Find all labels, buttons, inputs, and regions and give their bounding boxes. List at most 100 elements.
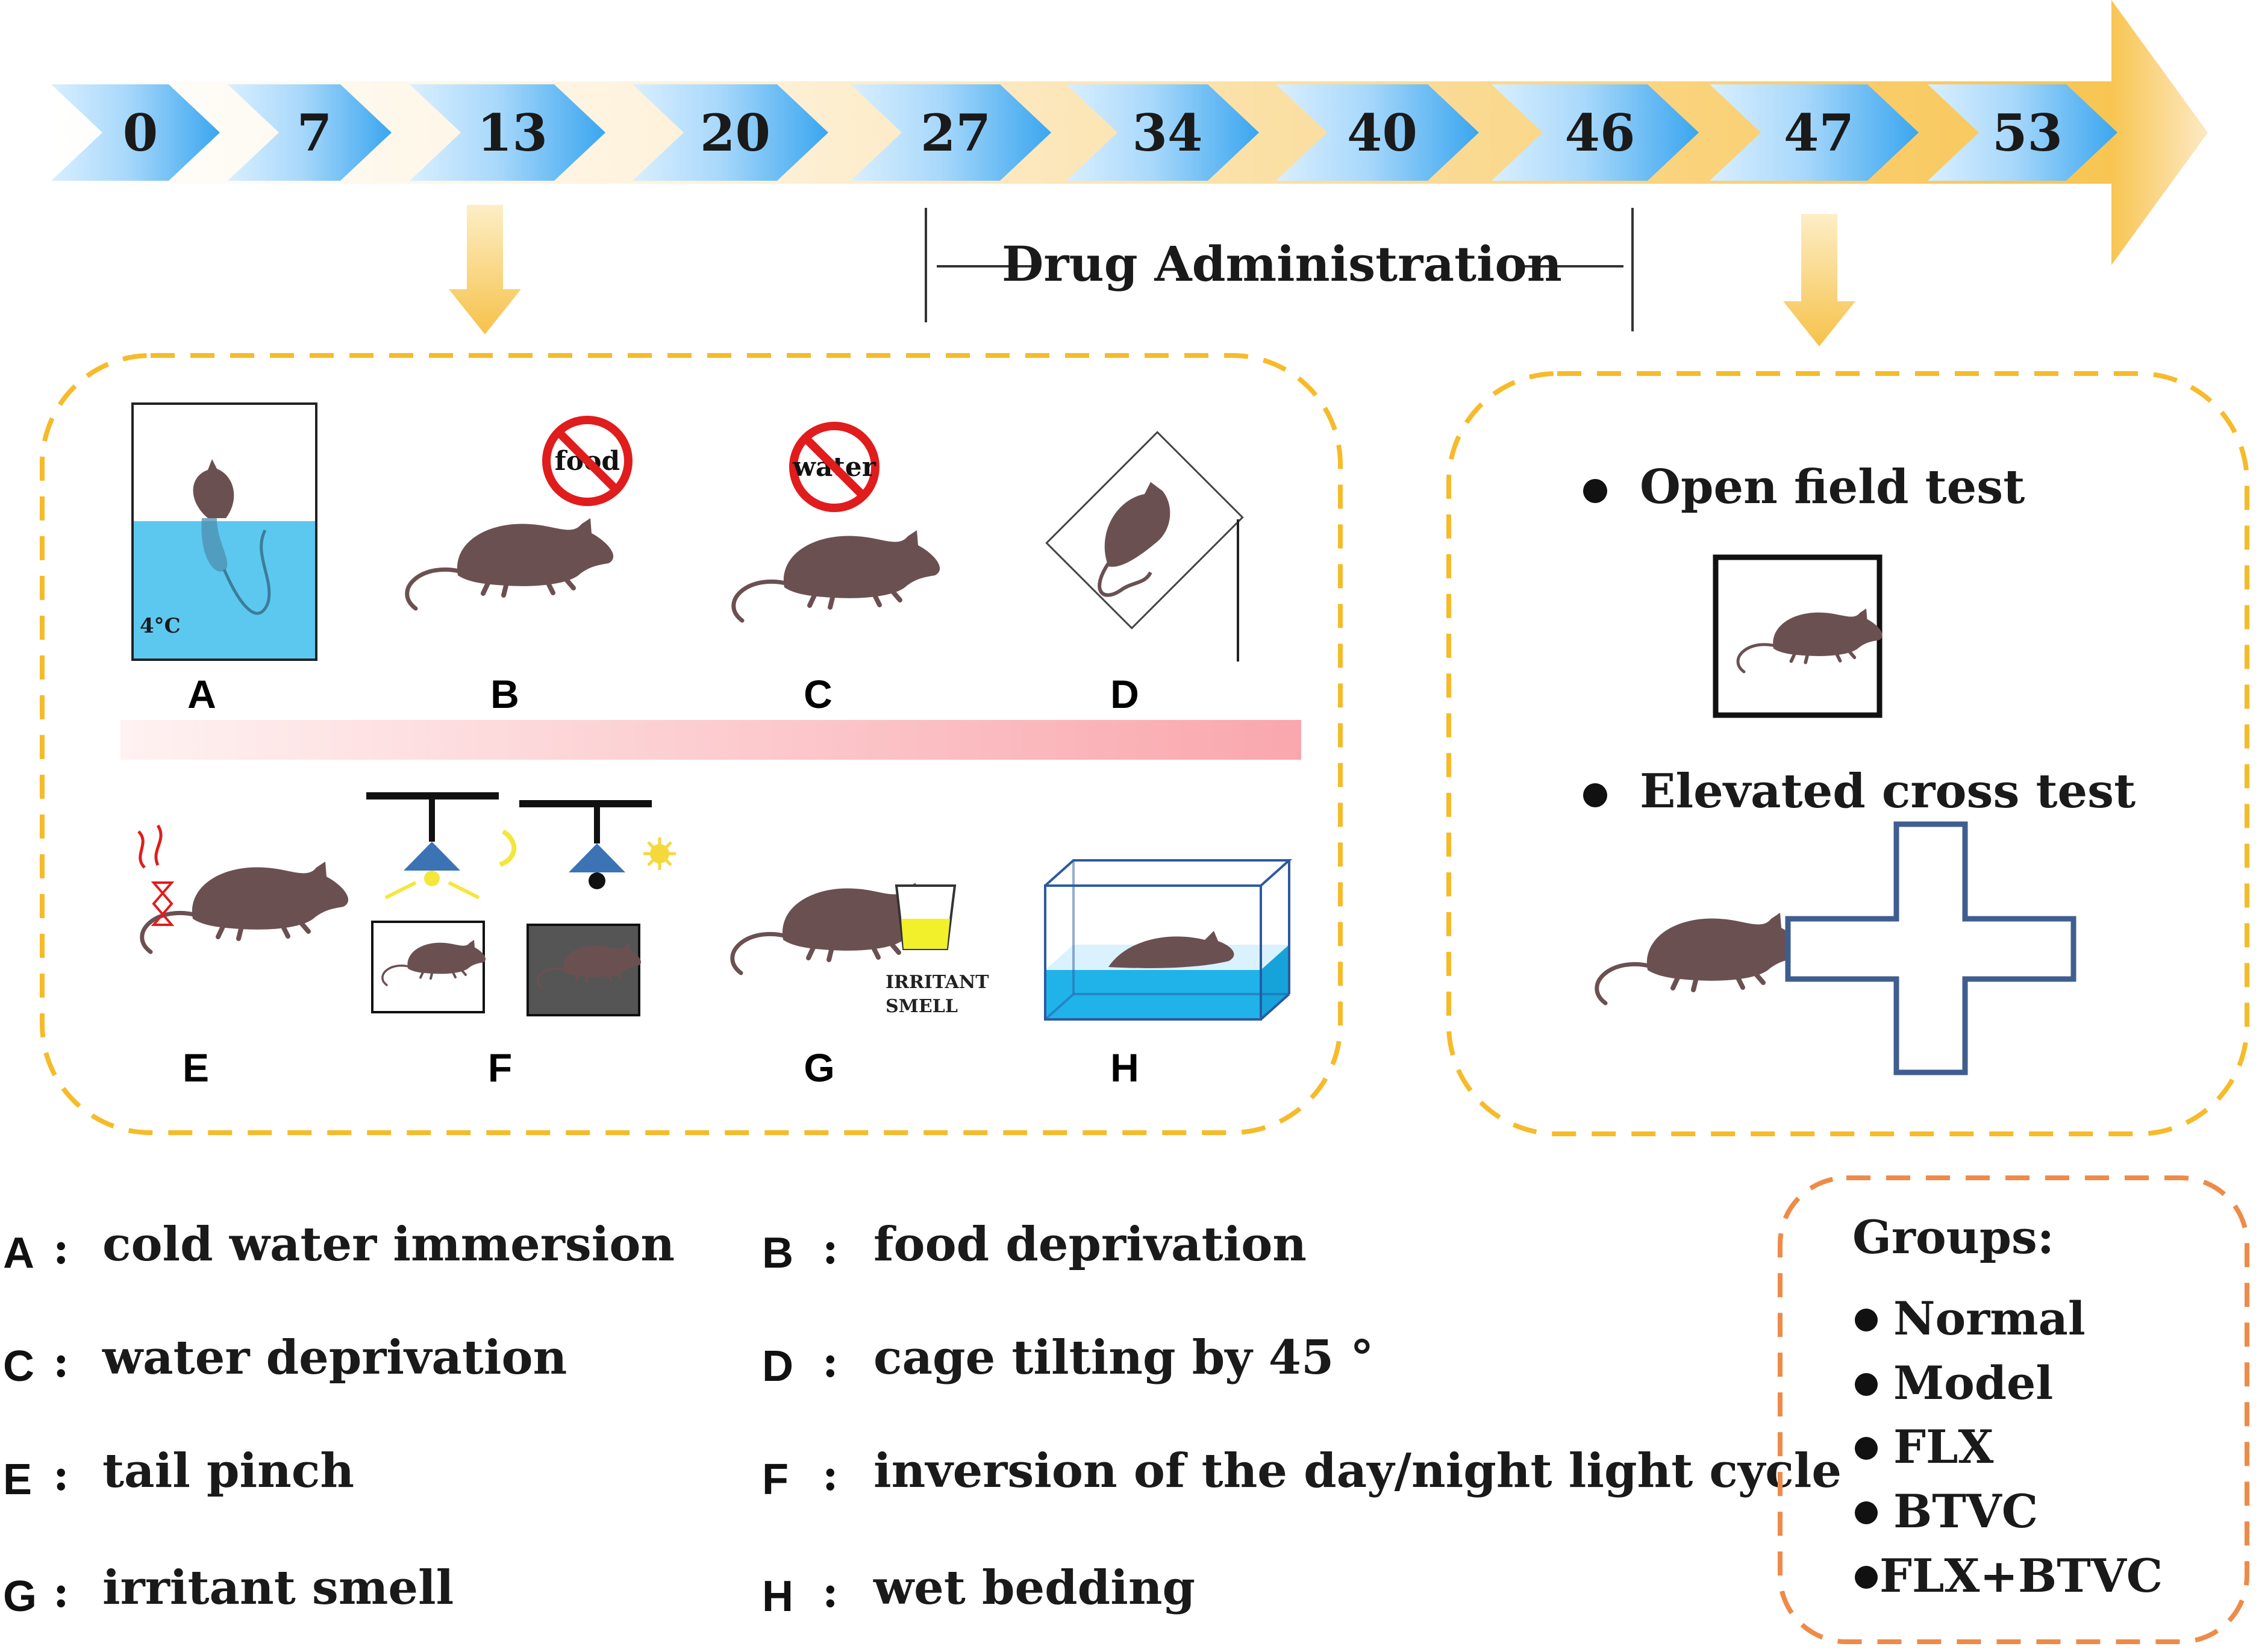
panel-letter-e: E xyxy=(183,1045,209,1090)
legend-separator: : xyxy=(822,1566,839,1617)
panel-letter-h: H xyxy=(1110,1045,1139,1090)
legend-key: B xyxy=(762,1229,793,1277)
group-item: FLX+BTVC xyxy=(1855,1549,2163,1603)
legend-key: H xyxy=(762,1572,793,1621)
stressor-cage-tilt xyxy=(1045,431,1244,662)
legend-separator: : xyxy=(53,1566,69,1617)
legend-text: tail pinch xyxy=(102,1444,354,1498)
timeline: 0 7 13 20 27 34 40 46 47 53 Drug Administration xyxy=(48,0,2208,346)
stressor-water-deprivation: water xyxy=(734,422,940,621)
group-label: Model xyxy=(1893,1356,2053,1410)
legend-item: F: inversion of the day/night light cycle xyxy=(762,1444,1842,1504)
group-item: Model xyxy=(1855,1356,2053,1410)
legend-separator: : xyxy=(53,1336,69,1387)
timeline-day-label: 7 xyxy=(297,103,332,163)
timeline-chevron: 13 xyxy=(410,84,605,181)
timeline-day-label: 53 xyxy=(1992,103,2063,163)
timeline-chevron: 20 xyxy=(633,84,828,181)
legend-key: C xyxy=(3,1342,34,1391)
irritant-label-1: IRRITANT xyxy=(886,972,989,993)
stressor-wet-bedding xyxy=(1044,859,1293,1021)
timeline-chevron: 46 xyxy=(1492,84,1699,181)
legend-key: G xyxy=(3,1572,37,1621)
groups-title: Groups: xyxy=(1852,1210,2054,1264)
stressor-tail-pinch xyxy=(137,824,348,952)
legend-separator: : xyxy=(822,1222,839,1274)
water-temp-label: 4°C xyxy=(140,614,181,638)
group-label: Normal xyxy=(1893,1292,2086,1345)
timeline-chevron: 27 xyxy=(851,84,1051,181)
legend-item: H: wet bedding xyxy=(762,1560,1195,1621)
timeline-chevron: 0 xyxy=(51,84,220,181)
drug-administration-label: Drug Administration xyxy=(1002,236,1562,292)
group-label: BTVC xyxy=(1893,1485,2038,1538)
down-arrow-tests xyxy=(1783,214,1855,346)
stress-panel-border xyxy=(40,353,1343,1135)
legend-separator: : xyxy=(822,1336,839,1387)
legend-item: D: cage tilting by 45 ° xyxy=(762,1330,1373,1391)
timeline-day-label: 27 xyxy=(920,103,991,163)
stressor-food-deprivation: food xyxy=(407,416,633,609)
group-item: BTVC xyxy=(1855,1485,2038,1538)
stressor-light-cycle xyxy=(366,792,676,1016)
group-item: Normal xyxy=(1855,1292,2086,1345)
timeline-chevron: 34 xyxy=(1066,84,1259,181)
bullet-open-field xyxy=(1583,479,1607,503)
timeline-day-label: 0 xyxy=(123,103,158,163)
legend-key: F xyxy=(762,1456,789,1504)
groups-panel-border xyxy=(1778,1175,2249,1644)
group-label: FLX xyxy=(1893,1420,1993,1474)
timeline-day-label: 20 xyxy=(700,103,770,163)
timeline-day-label: 47 xyxy=(1784,103,1854,163)
tests-panel: Open field test Elevated cross test xyxy=(1446,371,2249,1136)
legend-text: food deprivation xyxy=(873,1217,1307,1272)
open-field-label: Open field test xyxy=(1640,460,2025,515)
timeline-day-label: 40 xyxy=(1347,103,1417,163)
legend-item: B: food deprivation xyxy=(762,1217,1307,1277)
stressor-irritant-smell: IRRITANT SMELL xyxy=(733,883,989,1017)
group-label: FLX+BTVC xyxy=(1879,1549,2163,1603)
tests-panel-border xyxy=(1446,371,2249,1136)
timeline-chevron: 47 xyxy=(1710,84,1919,181)
panel-letter-g: G xyxy=(804,1045,834,1090)
timeline-day-label: 13 xyxy=(477,103,548,163)
legend-text: cage tilting by 45 ° xyxy=(873,1330,1373,1385)
legend-text: wet bedding xyxy=(873,1560,1195,1615)
panel-letter-b: B xyxy=(490,672,519,716)
timeline-chevron: 53 xyxy=(1928,84,2117,181)
legend-item: C: water deprivation xyxy=(3,1330,567,1391)
legend-separator: : xyxy=(53,1222,69,1274)
timeline-arrow-head xyxy=(2111,0,2208,265)
legend-key: E xyxy=(3,1456,32,1504)
bullet-elevated-cross xyxy=(1583,783,1607,807)
irritant-label-2: SMELL xyxy=(886,996,958,1017)
legend-item: E: tail pinch xyxy=(3,1444,354,1504)
panel-letter-f: F xyxy=(488,1045,512,1090)
panel-letter-c: C xyxy=(804,672,833,716)
timeline-chevron: 40 xyxy=(1276,84,1479,181)
timeline-day-label: 34 xyxy=(1133,103,1203,163)
panel-letter-a: A xyxy=(187,672,216,716)
pink-divider xyxy=(120,720,1301,760)
legend-text: cold water immersion xyxy=(102,1217,675,1272)
legend-key: D xyxy=(762,1342,793,1391)
down-arrow-stress xyxy=(449,205,521,334)
elevated-cross-maze xyxy=(1785,821,2076,1075)
timeline-day-label: 46 xyxy=(1565,103,1636,163)
elevated-cross-label: Elevated cross test xyxy=(1640,764,2136,819)
legend-item: G: irritant smell xyxy=(3,1560,454,1621)
legend-item: A:cold water immersion xyxy=(3,1217,675,1277)
group-item: FLX xyxy=(1855,1420,1993,1474)
legend-separator: : xyxy=(53,1449,69,1500)
timeline-chevron: 7 xyxy=(228,84,392,181)
stressor-cold-water: 4°C xyxy=(131,402,317,661)
legend-separator: : xyxy=(822,1449,839,1500)
legend-text: inversion of the day/night light cycle xyxy=(873,1444,1842,1498)
panel-letter-d: D xyxy=(1110,672,1139,716)
legend-text: water deprivation xyxy=(102,1330,567,1385)
legend-text: irritant smell xyxy=(102,1560,454,1615)
